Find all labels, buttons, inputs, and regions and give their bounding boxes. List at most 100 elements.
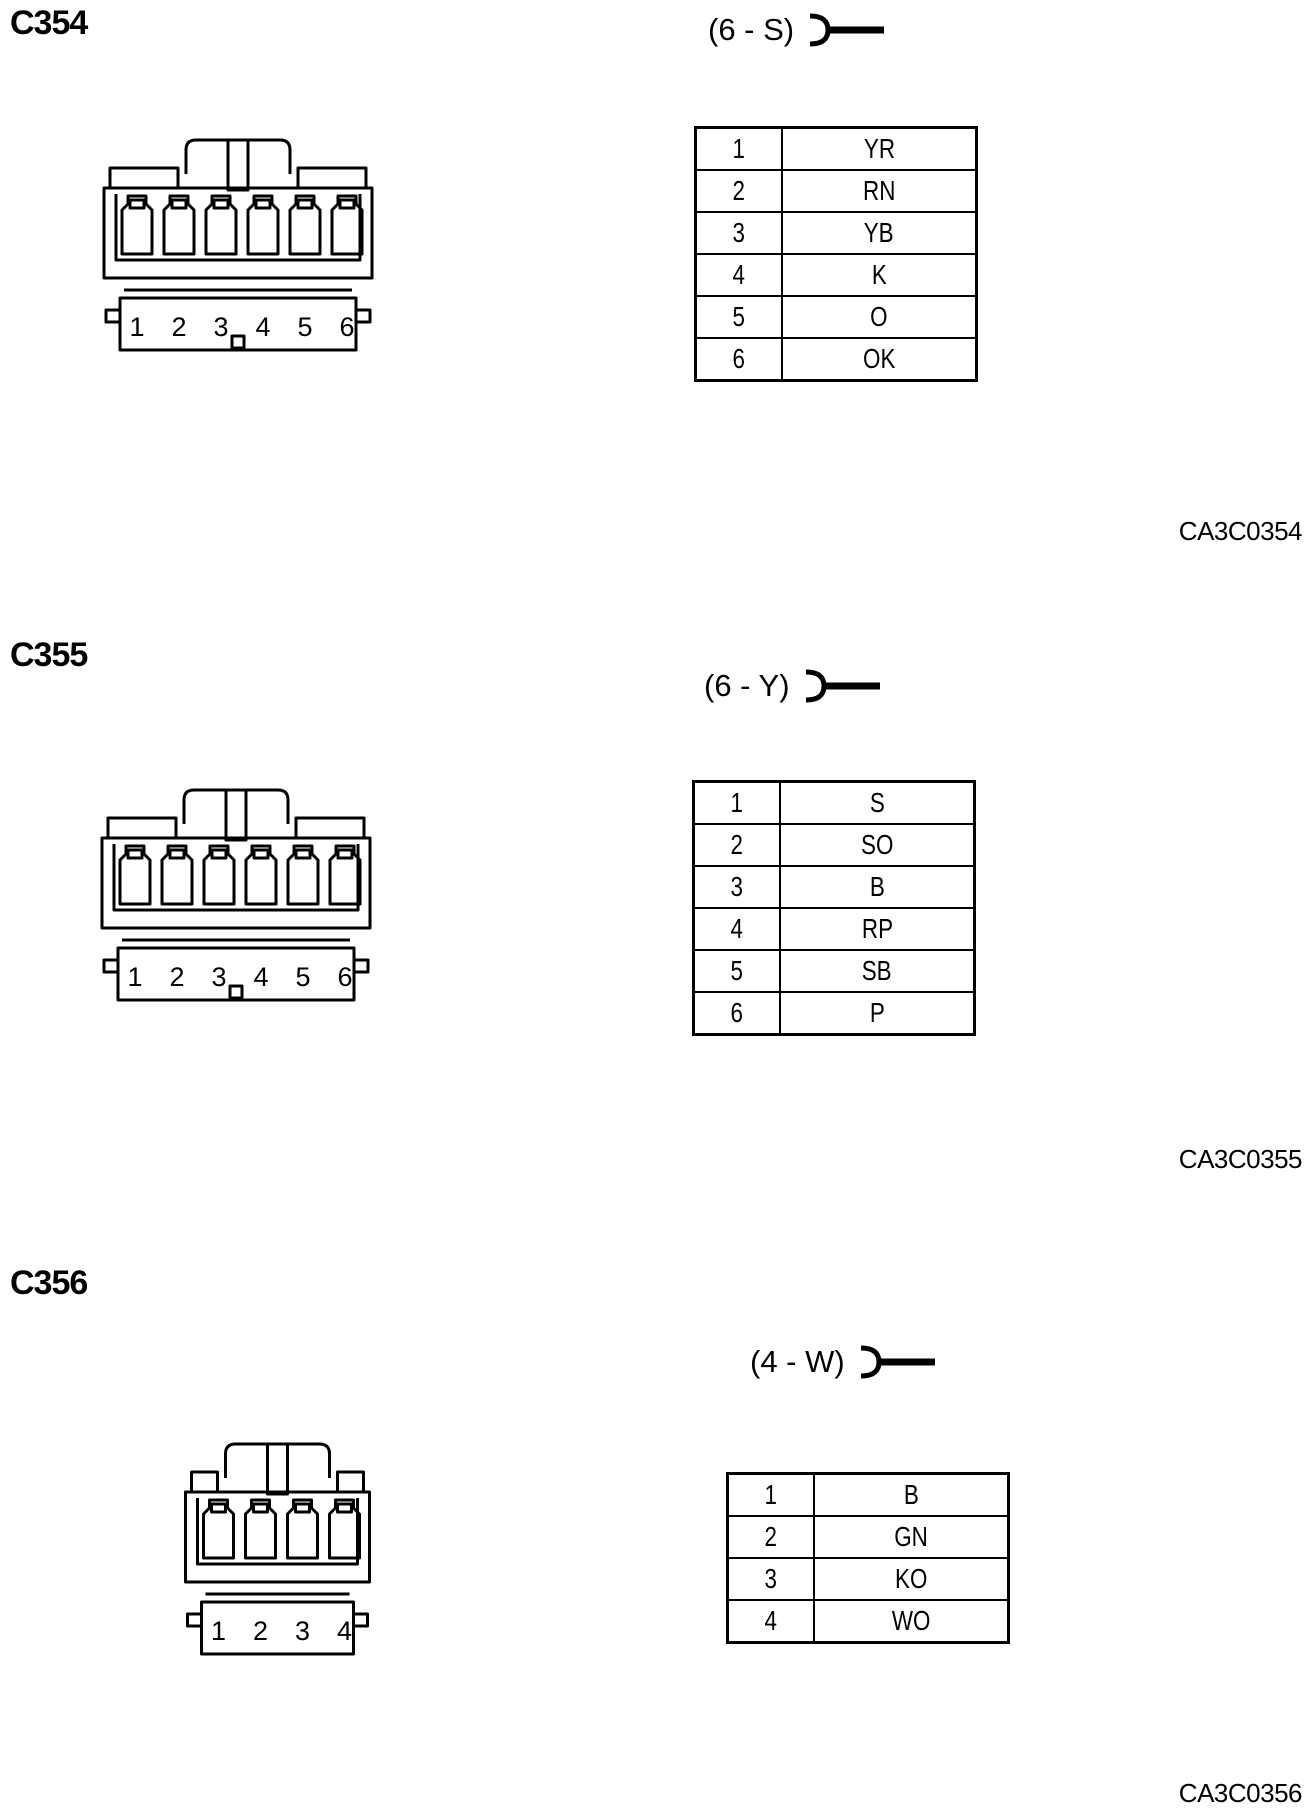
connector-spec-label: (6 - Y) bbox=[704, 668, 790, 703]
terminal-label: 3 bbox=[295, 1616, 310, 1646]
terminal-cavity bbox=[204, 194, 238, 256]
wire-color: RN bbox=[781, 169, 978, 213]
terminal-cavity bbox=[328, 844, 362, 906]
terminal-cavity bbox=[160, 844, 194, 906]
wire-color: O bbox=[781, 295, 978, 339]
terminal-cavity bbox=[244, 844, 278, 906]
terminal-lock bbox=[296, 198, 314, 210]
terminal-lock bbox=[252, 848, 270, 860]
terminal-label: 1 bbox=[211, 1616, 226, 1646]
polarity-key bbox=[230, 334, 246, 350]
wire-color: YB bbox=[781, 211, 978, 255]
terminal-lock bbox=[170, 198, 188, 210]
connector-id: C355 bbox=[10, 636, 88, 674]
pin-number: 2 bbox=[692, 823, 781, 867]
shoulder-right bbox=[296, 166, 368, 190]
connector-spec: (6 - S) bbox=[708, 10, 886, 50]
terminal-lock bbox=[168, 848, 186, 860]
wire-harness-icon bbox=[860, 1345, 935, 1379]
terminal-cavity bbox=[120, 194, 154, 256]
terminal-lock bbox=[294, 848, 312, 860]
wire-color: K bbox=[781, 253, 978, 297]
terminal-label: 6 bbox=[339, 312, 354, 342]
strip-tab-left bbox=[186, 1612, 202, 1628]
figure-code: CA3C0355 bbox=[1178, 1144, 1303, 1174]
terminal-label: 4 bbox=[255, 312, 270, 342]
pin-number: 5 bbox=[692, 949, 781, 993]
shoulder-right bbox=[336, 1470, 365, 1494]
terminal-label: 3 bbox=[213, 312, 228, 342]
connector-id: C354 bbox=[10, 4, 88, 42]
pin-number: 5 bbox=[694, 295, 783, 339]
figure-code: CA3C0356 bbox=[1178, 1778, 1303, 1808]
terminal-cavity bbox=[286, 844, 320, 906]
pin-number: 2 bbox=[694, 169, 783, 213]
polarity-key bbox=[228, 984, 244, 1000]
terminal-cavity bbox=[288, 194, 322, 256]
terminal-lock bbox=[210, 1502, 227, 1514]
connector-latch bbox=[184, 138, 292, 174]
terminal-cavity bbox=[246, 194, 280, 256]
wire-color: B bbox=[813, 1472, 1010, 1517]
shoulder-left bbox=[106, 816, 178, 840]
wire-color: OK bbox=[781, 337, 978, 382]
connector-latch bbox=[182, 788, 290, 824]
wire-color: GN bbox=[813, 1515, 1010, 1559]
shoulder-left bbox=[190, 1470, 219, 1494]
pin-number: 4 bbox=[694, 253, 783, 297]
figure-code: CA3C0354 bbox=[1178, 516, 1303, 546]
terminal-cavity bbox=[202, 1498, 235, 1560]
terminal-cavity bbox=[330, 194, 364, 256]
terminal-lock bbox=[254, 198, 272, 210]
pin-number: 3 bbox=[692, 865, 781, 909]
terminal-cavity bbox=[328, 1498, 361, 1560]
terminal-label: 2 bbox=[169, 962, 184, 992]
terminal-lock bbox=[128, 198, 146, 210]
terminal-cavity bbox=[118, 844, 152, 906]
wire-color: YR bbox=[781, 126, 978, 171]
wire-color: P bbox=[779, 991, 976, 1036]
pin-number: 1 bbox=[726, 1472, 815, 1517]
pin-number: 1 bbox=[694, 126, 783, 171]
connector-body bbox=[102, 186, 374, 280]
wire-color: SO bbox=[779, 823, 976, 867]
pin-number: 2 bbox=[726, 1515, 815, 1559]
terminal-lock bbox=[294, 1502, 311, 1514]
terminal-lock bbox=[338, 198, 356, 210]
terminal-label: 3 bbox=[211, 962, 226, 992]
connector-spec: (6 - Y) bbox=[704, 666, 882, 706]
wire-harness-icon bbox=[805, 669, 880, 703]
terminal-lock bbox=[336, 848, 354, 860]
strip-tab-right bbox=[353, 1612, 369, 1628]
terminal-label: 4 bbox=[337, 1616, 352, 1646]
number-strip bbox=[118, 296, 358, 352]
pin-number: 3 bbox=[726, 1557, 815, 1601]
shoulder-left bbox=[108, 166, 180, 190]
connector-spec: (4 - W) bbox=[750, 1342, 937, 1382]
connector-cavity bbox=[114, 194, 362, 262]
wire-color: WO bbox=[813, 1599, 1010, 1644]
number-strip bbox=[200, 1600, 355, 1656]
wire-color: S bbox=[779, 780, 976, 825]
terminal-label: 1 bbox=[129, 312, 144, 342]
pin-number: 6 bbox=[694, 337, 783, 382]
wire-color: RP bbox=[779, 907, 976, 951]
terminal-label: 4 bbox=[253, 962, 268, 992]
wire-color: SB bbox=[779, 949, 976, 993]
